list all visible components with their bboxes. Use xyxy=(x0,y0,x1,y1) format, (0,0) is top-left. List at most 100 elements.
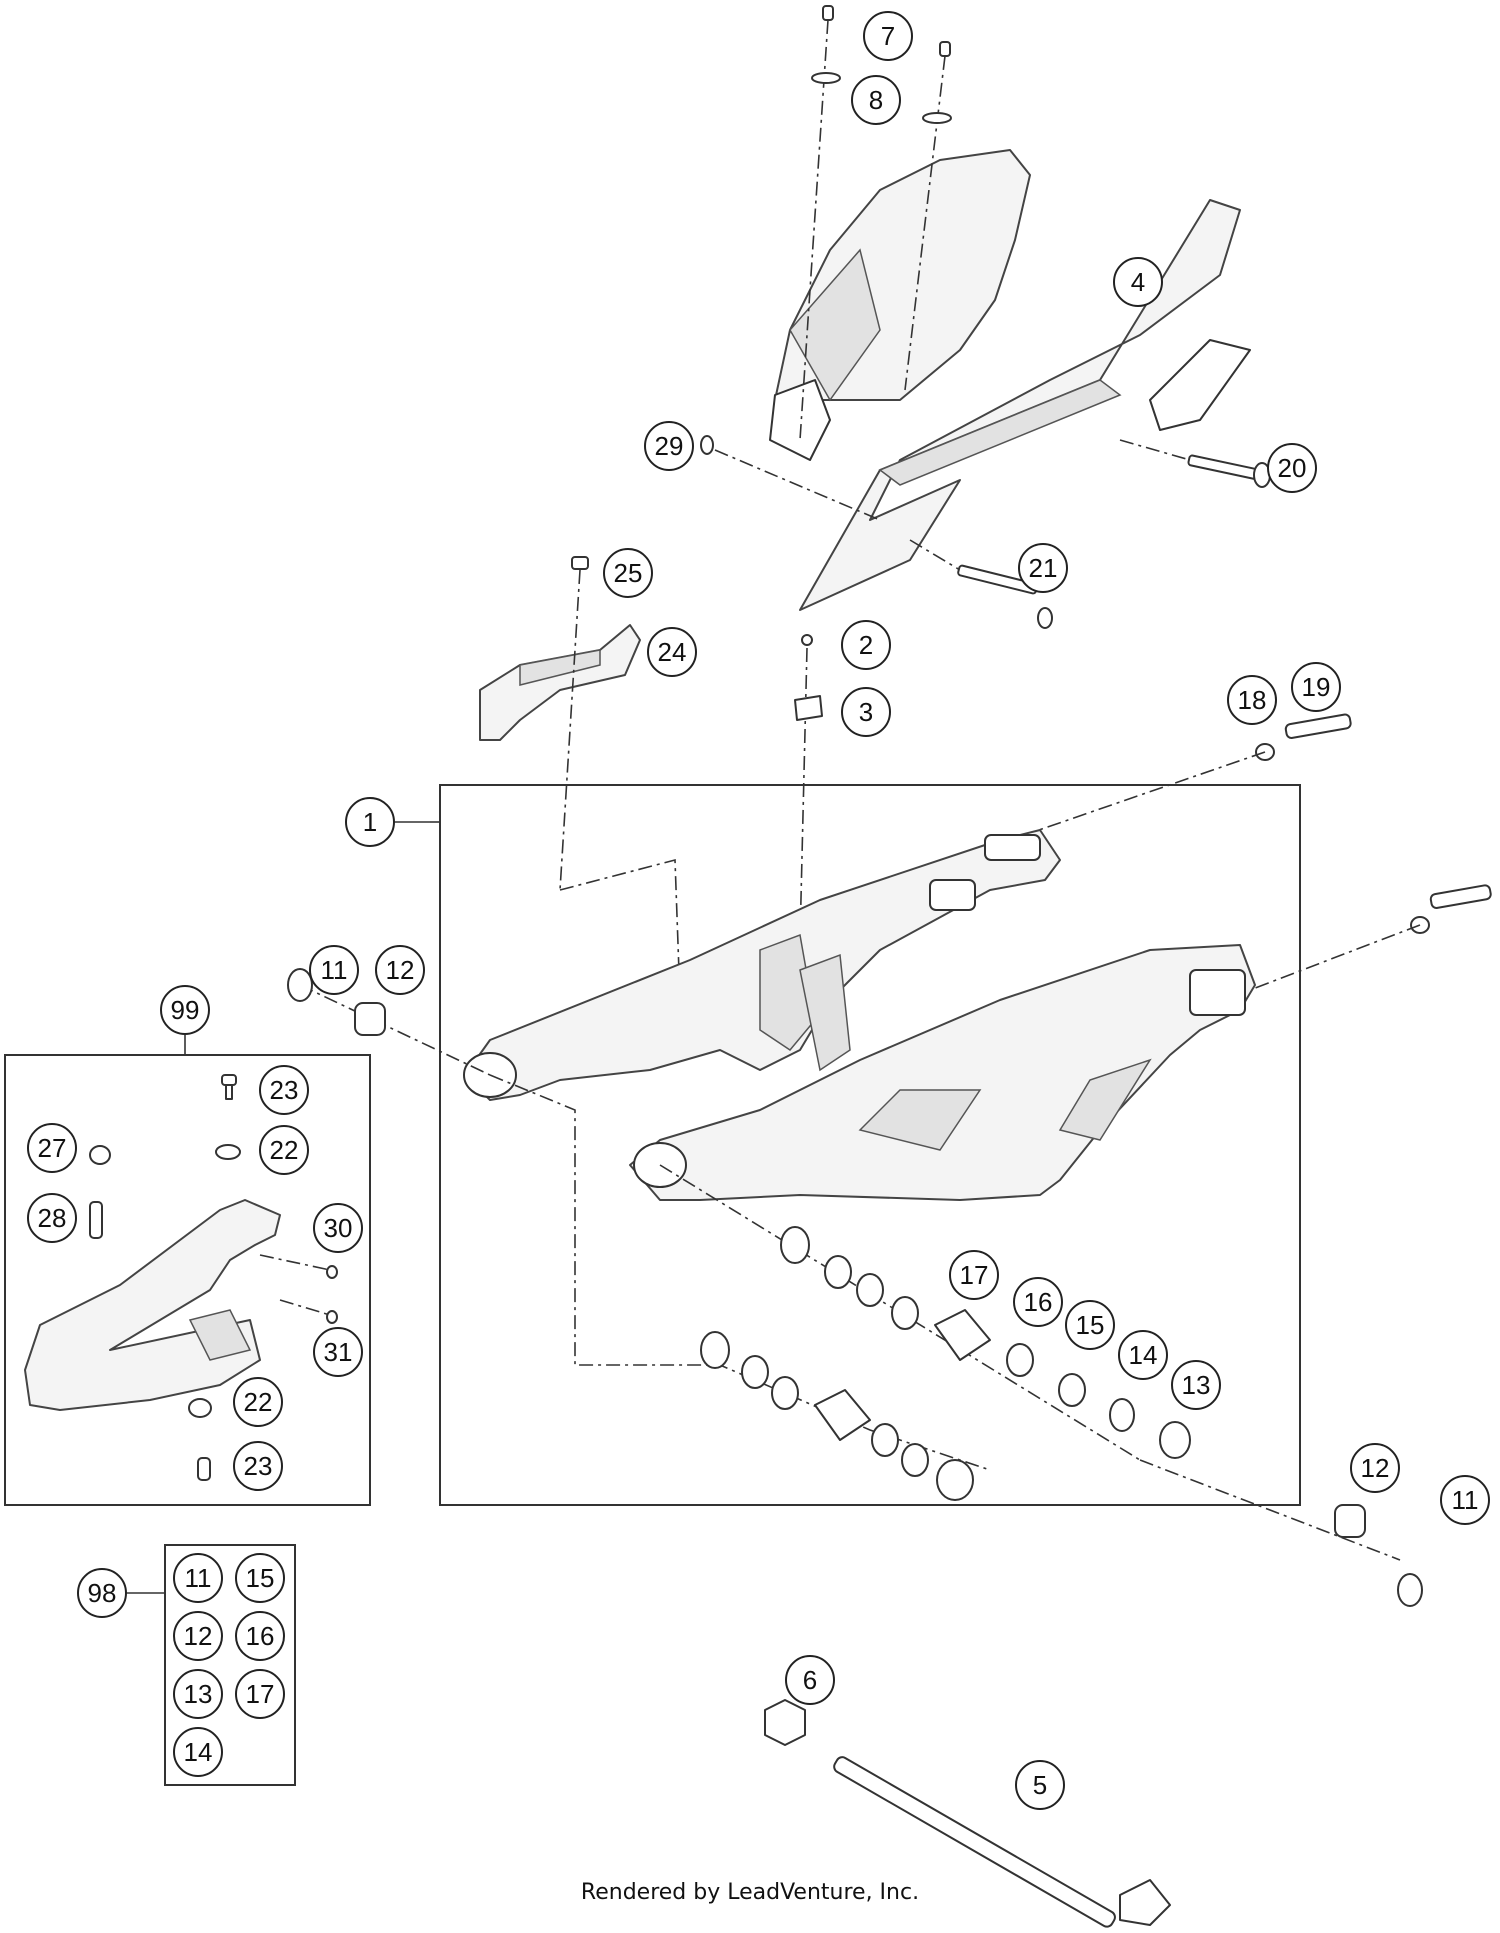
callout-c18: 18 xyxy=(1227,675,1277,725)
kit-98-callouts: 11 15 12 16 13 17 14 xyxy=(173,1553,285,1777)
callout-label: 15 xyxy=(1076,1310,1105,1340)
callout-label: 31 xyxy=(324,1337,353,1367)
callout-c29: 29 xyxy=(644,421,694,471)
callout-label: 22 xyxy=(244,1387,273,1417)
bushing-12-right xyxy=(1334,1504,1366,1538)
clip-3 xyxy=(794,695,823,721)
callout-c16: 16 xyxy=(1013,1277,1063,1327)
pin-30 xyxy=(259,1254,338,1279)
kit98-label: 13 xyxy=(184,1679,213,1709)
callout-c27: 27 xyxy=(27,1123,77,1173)
callout-c15: 15 xyxy=(1065,1300,1115,1350)
callout-label: 18 xyxy=(1238,685,1267,715)
washer-22-upper xyxy=(215,1144,241,1160)
bolt-19 xyxy=(1009,713,1352,841)
swingarm-group-box xyxy=(439,784,1301,1506)
chain-guide-part xyxy=(769,149,1031,461)
washer-11-left xyxy=(287,968,313,1002)
chain-slider-99 xyxy=(24,1199,281,1411)
kit98-label: 11 xyxy=(185,1563,212,1593)
callout-label: 25 xyxy=(614,558,643,588)
axle-5 xyxy=(833,1756,1171,1928)
kit98-label: 16 xyxy=(246,1621,275,1651)
kit98-label: 17 xyxy=(246,1679,275,1709)
callout-c98: 98 xyxy=(77,1568,127,1618)
bolt-7 xyxy=(799,5,841,441)
callout-label: 14 xyxy=(1129,1340,1158,1370)
washer-22-lower xyxy=(188,1398,212,1418)
callout-label: 5 xyxy=(1033,1770,1047,1800)
callout-label: 8 xyxy=(869,85,883,115)
kit98-k13: 13 xyxy=(173,1669,223,1719)
callout-label: 11 xyxy=(321,955,348,985)
kit98-k11: 11 xyxy=(173,1553,223,1603)
callout-label: 6 xyxy=(803,1665,817,1695)
callout-c13: 13 xyxy=(1171,1360,1221,1410)
kit-99-box xyxy=(4,1054,371,1506)
callout-c7: 7 xyxy=(863,11,913,61)
chain-slider-24 xyxy=(479,624,641,741)
callout-label: 1 xyxy=(363,807,377,837)
kit98-k12: 12 xyxy=(173,1611,223,1661)
callout-c22a: 22 xyxy=(259,1125,309,1175)
callout-label: 98 xyxy=(88,1578,117,1608)
bolt-8 xyxy=(904,41,952,391)
axle-line-end xyxy=(1139,1459,1401,1561)
callout-c14: 14 xyxy=(1118,1330,1168,1380)
kit98-k17: 17 xyxy=(235,1669,285,1719)
callout-c23a: 23 xyxy=(259,1065,309,1115)
nut-6 xyxy=(764,1699,806,1746)
washer-11-right xyxy=(1397,1573,1423,1607)
callout-label: 23 xyxy=(270,1075,299,1105)
callout-label: 28 xyxy=(38,1203,67,1233)
bearing-stack-upper xyxy=(780,1226,1191,1459)
callout-c25: 25 xyxy=(603,548,653,598)
callout-c30: 30 xyxy=(313,1203,363,1253)
chain-guard-part xyxy=(799,199,1251,611)
callout-c17: 17 xyxy=(949,1250,999,1300)
kit98-label: 12 xyxy=(184,1621,213,1651)
callout-c28: 28 xyxy=(27,1193,77,1243)
bolt-23-upper xyxy=(221,1074,237,1100)
pin-28 xyxy=(89,1201,103,1239)
callout-c3: 3 xyxy=(841,687,891,737)
callout-label: 17 xyxy=(960,1260,989,1290)
bolt-21 xyxy=(909,539,1053,629)
callout-label: 3 xyxy=(859,697,873,727)
kit98-label: 15 xyxy=(246,1563,275,1593)
bushing-12-left xyxy=(354,1002,386,1036)
callout-label: 13 xyxy=(1182,1370,1211,1400)
callout-c11a: 11 xyxy=(309,945,359,995)
callout-c23b: 23 xyxy=(233,1441,283,1491)
callout-c12a: 12 xyxy=(375,945,425,995)
footer-credit: Rendered by LeadVenture, Inc. xyxy=(580,1880,920,1905)
callout-c99: 99 xyxy=(160,985,210,1035)
kit-98-box xyxy=(164,1544,296,1786)
callout-c21: 21 xyxy=(1018,543,1068,593)
callout-label: 2 xyxy=(859,630,873,660)
callout-label: 99 xyxy=(171,995,200,1025)
callout-c1: 1 xyxy=(345,797,395,847)
callout-label: 20 xyxy=(1278,453,1307,483)
callout-c11b: 11 xyxy=(1440,1475,1490,1525)
callout-label: 11 xyxy=(1452,1485,1479,1515)
callout-label: 29 xyxy=(655,431,684,461)
nut-27 xyxy=(89,1145,111,1165)
callout-label: 7 xyxy=(881,21,895,51)
nut-right xyxy=(1249,884,1492,991)
callout-label: 30 xyxy=(324,1213,353,1243)
swingarm-part xyxy=(463,829,1256,1201)
callout-c20: 20 xyxy=(1267,443,1317,493)
callout-label: 21 xyxy=(1029,553,1058,583)
callout-label: 23 xyxy=(244,1451,273,1481)
callout-label: 16 xyxy=(1024,1287,1053,1317)
callout-c24: 24 xyxy=(647,627,697,677)
callout-c5: 5 xyxy=(1015,1760,1065,1810)
pin-31 xyxy=(279,1299,338,1324)
callout-c12b: 12 xyxy=(1350,1443,1400,1493)
callout-label: 12 xyxy=(1361,1453,1390,1483)
kit98-label: 14 xyxy=(184,1737,213,1767)
callout-label: 4 xyxy=(1131,267,1145,297)
